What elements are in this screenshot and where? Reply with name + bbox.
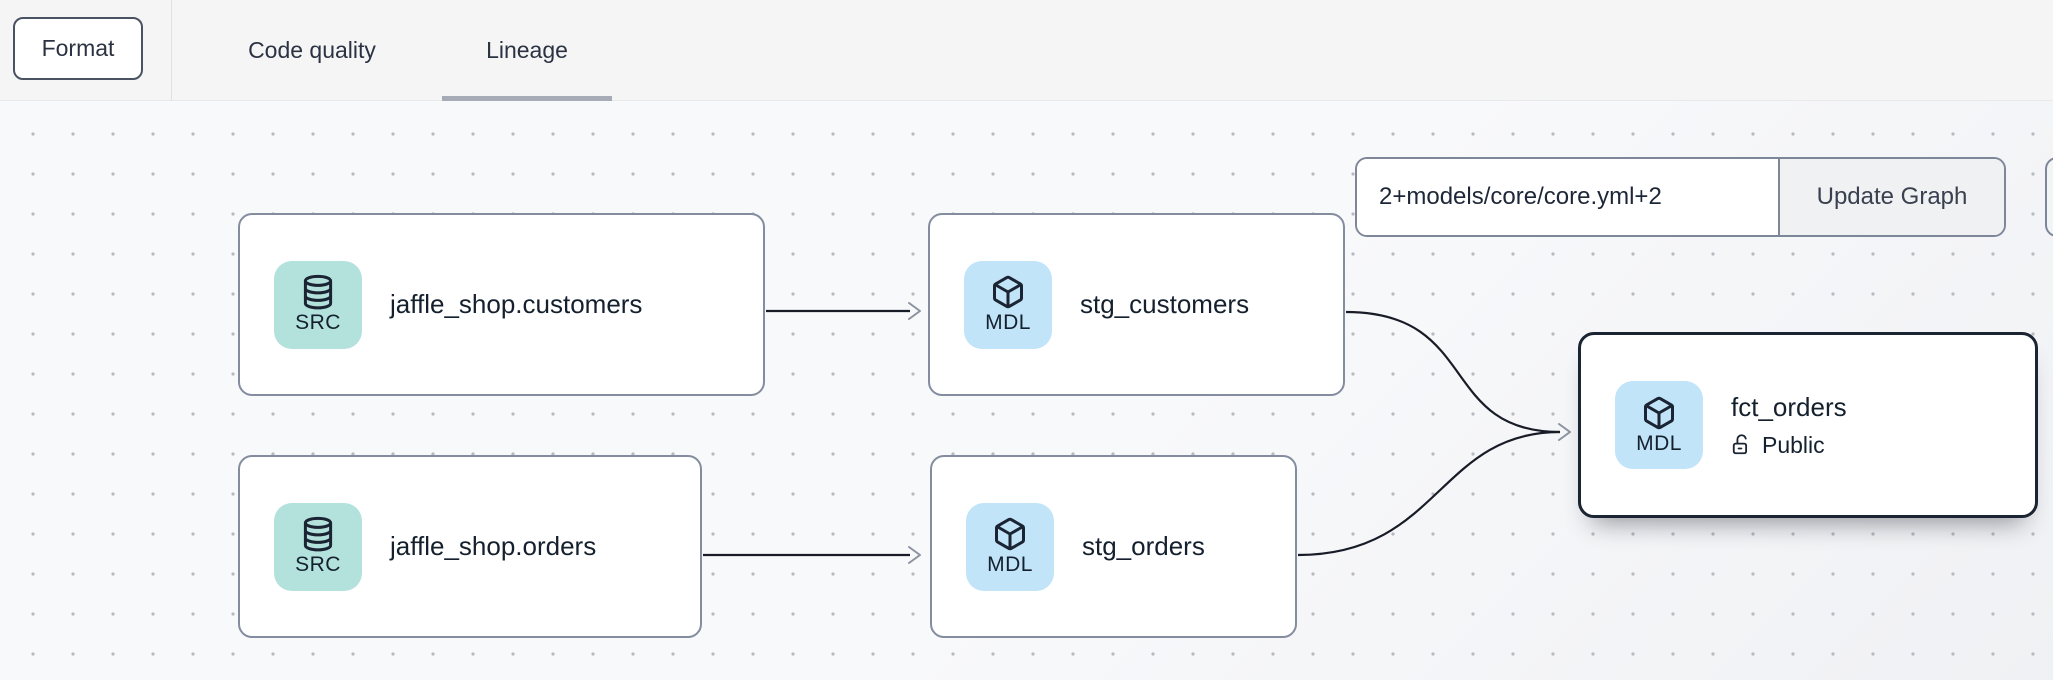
- node-label: stg_customers: [1080, 289, 1250, 319]
- graph-selector-group: Update Graph: [1355, 157, 2006, 237]
- graph-selector-input[interactable]: [1357, 159, 1778, 235]
- active-tab-indicator: [442, 96, 612, 101]
- node-stg-orders[interactable]: MDL stg_orders: [930, 455, 1297, 638]
- unlocked-padlock-icon: [1732, 434, 1748, 455]
- node-label: stg_orders: [1082, 531, 1205, 561]
- node-label: jaffle_shop.customers: [390, 289, 643, 319]
- cube-icon: [993, 275, 1023, 309]
- cube-icon: [1644, 396, 1674, 429]
- node-fct-orders[interactable]: MDL fct_orders Public: [1578, 332, 2038, 518]
- node-label: fct_orders: [1731, 391, 1847, 422]
- access-row: Public: [1731, 432, 1847, 459]
- tab-code-quality-label: Code quality: [248, 37, 376, 63]
- arrowhead-icon: [908, 546, 921, 564]
- database-icon: [303, 274, 333, 310]
- cube-icon: [995, 517, 1025, 551]
- badge-label: MDL: [985, 311, 1031, 334]
- model-badge: MDL: [1615, 381, 1703, 469]
- edge-stgorders-to-fct: [1297, 430, 1561, 557]
- badge-label: SRC: [295, 553, 341, 576]
- toolbar-divider: [171, 0, 172, 101]
- arrowhead-icon: [1558, 423, 1571, 441]
- tab-lineage-label: Lineage: [486, 37, 568, 63]
- badge-label: MDL: [1636, 431, 1682, 455]
- database-icon: [303, 516, 333, 552]
- access-label: Public: [1762, 431, 1825, 458]
- source-badge: SRC: [274, 260, 362, 349]
- update-graph-button[interactable]: Update Graph: [1778, 159, 2004, 235]
- arrowhead-icon: [908, 302, 921, 320]
- source-badge: SRC: [274, 502, 362, 591]
- node-stg-customers[interactable]: MDL stg_customers: [928, 213, 1345, 396]
- node-jaffle-shop-customers[interactable]: SRC jaffle_shop.customers: [238, 213, 765, 396]
- lineage-canvas[interactable]: SRC jaffle_shop.customers MDL stg_custom…: [0, 101, 2053, 680]
- model-badge: MDL: [966, 502, 1054, 591]
- editor-toolbar: Format Code quality Lineage: [0, 0, 2053, 101]
- badge-label: SRC: [295, 311, 341, 334]
- badge-label: MDL: [987, 553, 1033, 576]
- format-button[interactable]: Format: [13, 17, 143, 80]
- node-text: fct_orders Public: [1731, 392, 1847, 459]
- tab-lineage[interactable]: Lineage: [442, 0, 612, 101]
- node-label: jaffle_shop.orders: [390, 531, 597, 561]
- tab-code-quality[interactable]: Code quality: [212, 0, 412, 101]
- model-badge: MDL: [964, 260, 1052, 349]
- node-jaffle-shop-orders[interactable]: SRC jaffle_shop.orders: [238, 455, 702, 638]
- edge-stgcustomers-to-fct: [1345, 310, 1561, 434]
- clipped-edge-button[interactable]: [2045, 157, 2053, 237]
